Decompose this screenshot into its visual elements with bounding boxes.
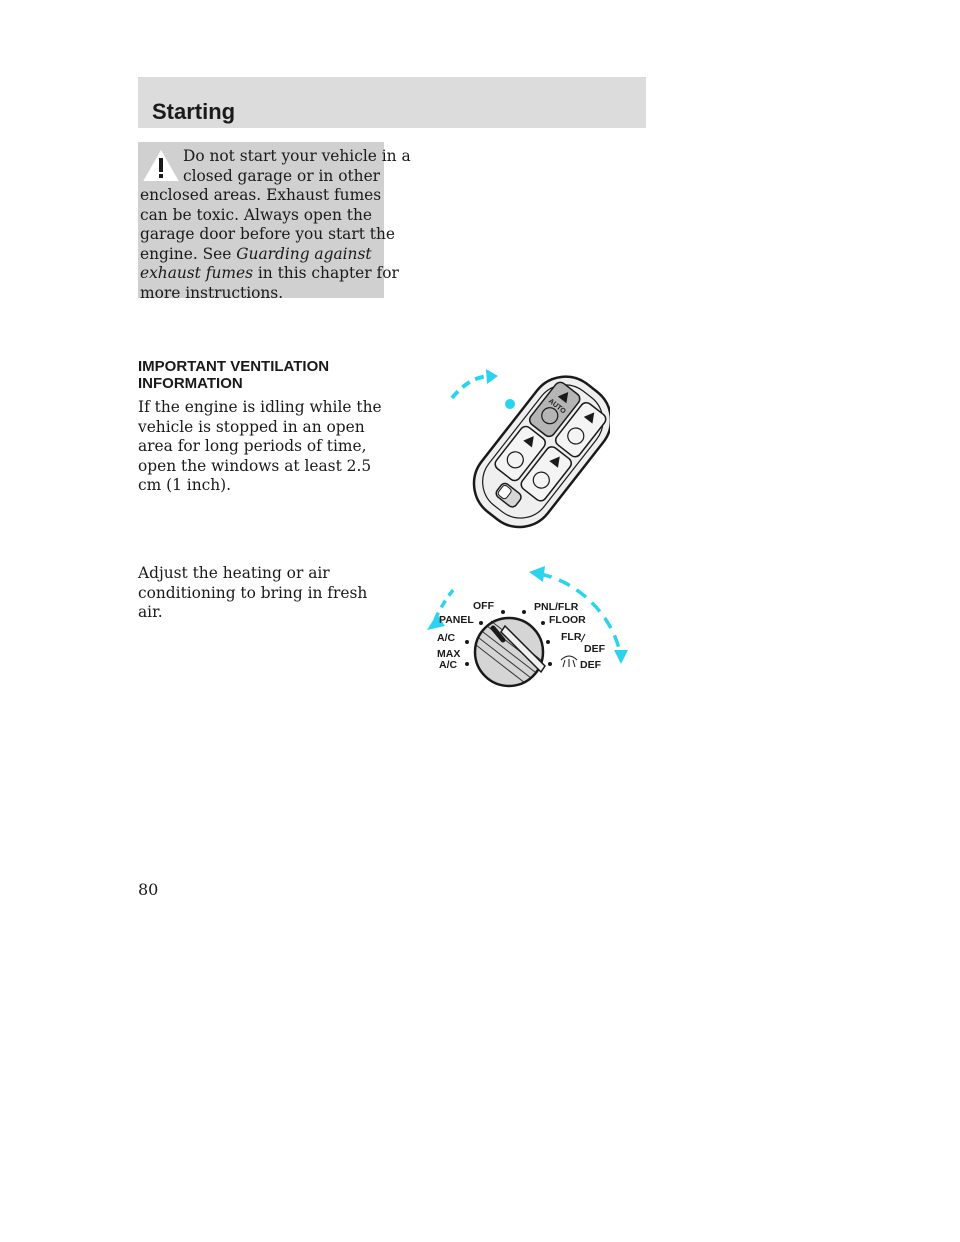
warning-reference-link-text: exhaust fumes bbox=[140, 264, 253, 282]
warning-box: Do not start your vehicle in a closed ga… bbox=[138, 142, 411, 302]
warning-text-plain: engine. See bbox=[140, 244, 237, 263]
cyan-arc-right bbox=[539, 572, 623, 659]
page-number: 80 bbox=[138, 880, 159, 899]
warning-line: Do not start your vehicle in a bbox=[183, 147, 411, 165]
cyan-press-dot bbox=[505, 399, 515, 409]
ac-label: A/C bbox=[437, 632, 456, 644]
warning-line: can be toxic. Always open the bbox=[140, 205, 373, 224]
warning-line: exhaust fumes in this chapter for bbox=[140, 264, 399, 284]
warning-line: closed garage or in other bbox=[183, 166, 381, 185]
heading-line: IMPORTANT VENTILATION bbox=[138, 358, 330, 375]
max-label: MAX bbox=[437, 648, 460, 660]
warning-line: enclosed areas. Exhaust fumes bbox=[140, 186, 382, 204]
window-switch-figure: AUTO bbox=[450, 369, 610, 529]
flr-label: FLR bbox=[561, 631, 582, 643]
fresh-air-paragraph: Adjust the heating or air conditioning t… bbox=[138, 564, 368, 621]
warning-text-plain: in this chapter for bbox=[252, 264, 399, 282]
heading-line: INFORMATION bbox=[138, 375, 243, 392]
pnl-flr-label: PNL/FLR bbox=[534, 601, 579, 613]
climate-dial-figure: OFF PANEL A/C MAX A/C PNL/FLR FLOOR FLR … bbox=[427, 566, 628, 688]
warning-line: more instructions. bbox=[140, 283, 284, 302]
warning-line: garage door before you start the bbox=[140, 225, 395, 243]
panel-label: PANEL bbox=[439, 614, 474, 626]
defrost-icon bbox=[560, 655, 578, 668]
off-label: OFF bbox=[473, 600, 495, 612]
warning-reference-link-text: Guarding against bbox=[236, 244, 372, 263]
warning-triangle-icon bbox=[143, 149, 179, 181]
cyan-motion-arrow bbox=[450, 374, 493, 400]
warning-line: engine. See Guarding against bbox=[140, 245, 372, 265]
ventilation-paragraph: If the engine is idling while the vehicl… bbox=[138, 398, 382, 494]
def-slash-label: DEF bbox=[584, 643, 606, 655]
floor-label: FLOOR bbox=[549, 614, 586, 626]
section-header: Starting bbox=[138, 77, 646, 128]
ventilation-heading: IMPORTANT VENTILATION INFORMATION bbox=[138, 358, 398, 392]
section-title: Starting bbox=[152, 99, 236, 124]
max-ac-label: A/C bbox=[439, 659, 458, 671]
def-label: DEF bbox=[580, 659, 602, 671]
warning-text: Do not start your vehicle in a closed ga… bbox=[138, 147, 411, 302]
